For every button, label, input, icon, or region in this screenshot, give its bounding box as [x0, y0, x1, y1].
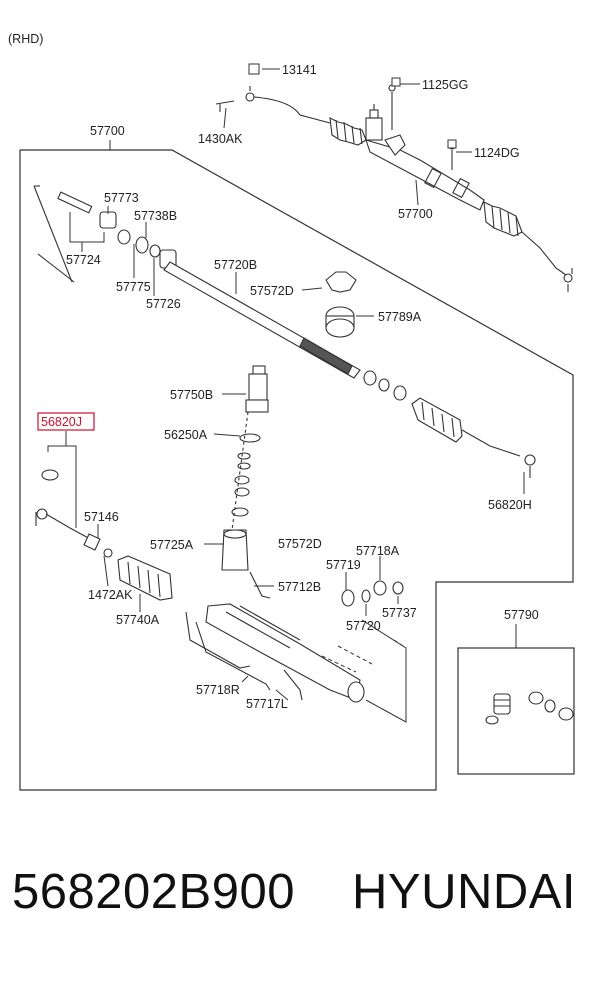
steering-gear-assembly-drawing: [215, 84, 573, 292]
mount-bushing-group: [325, 271, 357, 338]
label-57146: 57146: [84, 510, 119, 524]
label-57725A: 57725A: [150, 538, 194, 552]
label-57738B: 57738B: [134, 209, 177, 223]
label-13141: 13141: [282, 63, 317, 77]
label-57789A: 57789A: [378, 310, 422, 324]
brand-name: HYUNDAI: [352, 865, 577, 919]
rack-housing-group: [185, 529, 404, 703]
label-1125GG: 1125GG: [422, 78, 468, 92]
top-fasteners: [248, 63, 457, 149]
rhd-variant-label: (RHD): [8, 32, 43, 46]
label-57717L: 57717L: [246, 697, 288, 711]
label-57775: 57775: [116, 280, 151, 294]
label-57740A: 57740A: [116, 613, 160, 627]
pinion-stack: [231, 365, 269, 531]
label-57773: 57773: [104, 191, 139, 205]
label-56820J: 56820J: [41, 415, 82, 429]
label-57726: 57726: [146, 297, 181, 311]
label-56820H: 56820H: [488, 498, 532, 512]
kit-57790-parts: [485, 691, 574, 725]
left-tie-rod-group: [35, 469, 173, 601]
label-57720B: 57720B: [214, 258, 257, 272]
label-57737: 57737: [382, 606, 417, 620]
kit-57790-frame: [457, 647, 575, 775]
highlight-box-56820J: [37, 412, 95, 431]
label-57724: 57724: [66, 253, 101, 267]
assembly-frame: [19, 149, 574, 791]
label-57700-assembly: 57700: [398, 207, 433, 221]
label-57718R: 57718R: [196, 683, 240, 697]
steering-gear-parts-diagram: (RHD) 13141 1125GG 1430AK 1124DG 57700 5…: [8, 32, 575, 791]
inner-tie-rod-group: [33, 185, 536, 478]
label-57790: 57790: [504, 608, 539, 622]
label-1430AK: 1430AK: [198, 132, 243, 146]
label-57572D-lower: 57572D: [278, 537, 322, 551]
label-57572D-upper: 57572D: [250, 284, 294, 298]
label-57712B: 57712B: [278, 580, 321, 594]
part-number: 568202B900: [12, 865, 295, 919]
label-57719: 57719: [326, 558, 361, 572]
label-57750B: 57750B: [170, 388, 213, 402]
label-57720: 57720: [346, 619, 381, 633]
housing-frame: [361, 619, 407, 723]
label-1124DG: 1124DG: [474, 146, 520, 160]
label-57700-box: 57700: [90, 124, 125, 138]
label-56250A: 56250A: [164, 428, 208, 442]
label-1472AK: 1472AK: [88, 588, 133, 602]
label-leaders: [47, 68, 525, 701]
label-57718A: 57718A: [356, 544, 400, 558]
